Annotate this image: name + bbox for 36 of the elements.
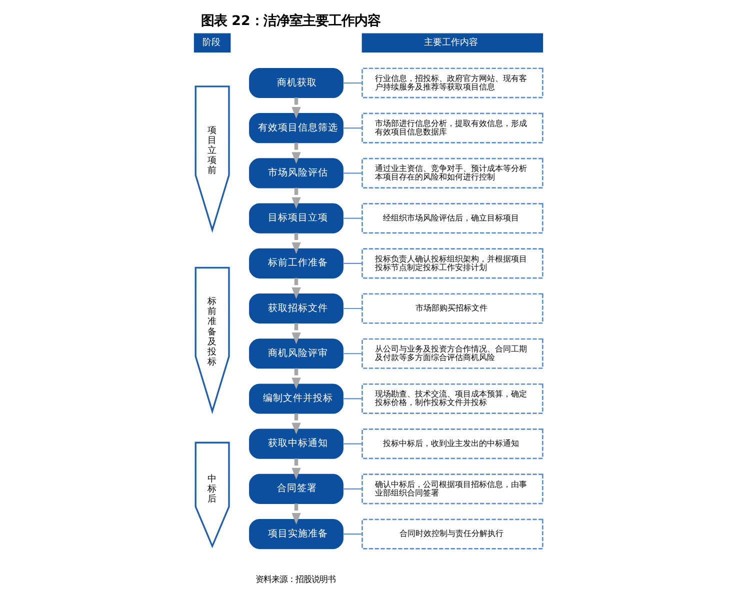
connector bbox=[343, 353, 362, 354]
connector bbox=[343, 308, 362, 310]
arrow bbox=[292, 368, 301, 390]
arrow bbox=[292, 504, 301, 525]
arrow bbox=[292, 458, 301, 480]
node-box: 项目实施准备 bbox=[249, 519, 344, 550]
arrow bbox=[292, 142, 301, 164]
connector bbox=[343, 398, 362, 400]
connector bbox=[343, 488, 362, 490]
node-box: 编制文件并投标 bbox=[249, 384, 344, 414]
diagram-title: 图表 22：洁净室主要工作内容 bbox=[201, 14, 380, 30]
arrow bbox=[292, 98, 301, 119]
node-box: 商机获取 bbox=[249, 68, 344, 98]
arrow bbox=[292, 413, 301, 434]
connector bbox=[343, 82, 362, 84]
node-box: 合同签署 bbox=[249, 474, 344, 504]
node-box: 目标项目立项 bbox=[249, 203, 344, 234]
arrow bbox=[292, 232, 301, 254]
connector bbox=[343, 534, 362, 535]
node-box: 商机风险评审 bbox=[249, 338, 344, 369]
arrow bbox=[292, 323, 301, 344]
node-box: 获取招标文件 bbox=[249, 293, 344, 324]
node-box: 标前工作准备 bbox=[249, 248, 344, 278]
arrow bbox=[292, 188, 301, 209]
node-box: 市场风险评估 bbox=[249, 158, 344, 188]
node-box: 主要工作内容 bbox=[362, 33, 544, 52]
connector bbox=[343, 262, 362, 264]
node-box: 有效项目信息筛选 bbox=[249, 113, 344, 144]
connector bbox=[343, 218, 362, 219]
caption: 资料来源：招股说明书 bbox=[255, 574, 336, 584]
connector bbox=[343, 172, 362, 174]
connector bbox=[343, 443, 362, 444]
node-box: 获取中标通知 bbox=[249, 428, 344, 459]
arrow bbox=[292, 278, 301, 300]
connector bbox=[343, 128, 362, 129]
node-box: 阶段 bbox=[194, 33, 231, 52]
